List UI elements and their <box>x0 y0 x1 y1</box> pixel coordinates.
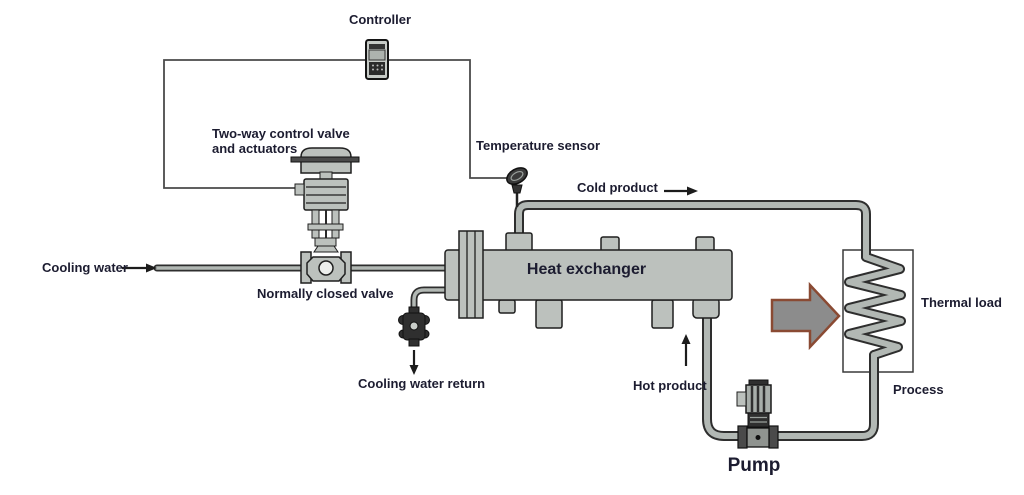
sensor-head <box>506 167 528 185</box>
hx-top-stub-2 <box>695 236 715 252</box>
control-valve-label: Two-way control valve and actuators <box>212 126 350 157</box>
key-dot <box>376 64 379 67</box>
controller-device <box>365 39 389 80</box>
temperature-sensor-label: Temperature sensor <box>476 138 601 153</box>
yoke-crossbar <box>307 223 344 231</box>
cooling-water-label: Cooling water <box>42 260 128 275</box>
sensor-head-ring <box>510 170 524 182</box>
cold-product-pipe <box>516 202 869 260</box>
controller-screen <box>368 49 386 61</box>
process-label: Process <box>893 382 944 397</box>
valve-bonnet <box>314 237 337 247</box>
cooling-water-arrow-head <box>146 263 157 273</box>
heat-exchanger <box>444 230 733 329</box>
hot-product-label: Hot product <box>633 378 707 393</box>
key-dot <box>372 68 374 71</box>
return-valve-top-stub <box>408 306 420 314</box>
hot-product-pipe <box>704 310 877 439</box>
hx-bottom-small-stub <box>498 299 516 314</box>
hx-top-stub-1 <box>600 236 620 252</box>
sensor-collar <box>511 184 523 194</box>
temperature-sensor <box>506 167 528 207</box>
controller-keypad <box>369 62 385 75</box>
two-way-control-valve <box>290 147 360 284</box>
hx-end-flange <box>458 230 484 319</box>
flow-arrows <box>122 186 698 375</box>
hx-bottom-support-1 <box>535 299 563 329</box>
cold-product-pipe-outline <box>514 200 871 262</box>
actuator-neck <box>319 171 333 180</box>
cooling-water-return-label: Cooling water return <box>358 376 486 391</box>
hot-product-arrow-head <box>681 334 691 344</box>
cooling-water-return-valve <box>398 306 430 347</box>
return-valve-bottom-stub <box>408 338 420 347</box>
cooling-water-return-pipe <box>412 288 449 314</box>
controller-top-band <box>369 44 385 49</box>
pump-flange-left <box>737 425 748 449</box>
key-dot <box>381 68 383 71</box>
hx-shell <box>444 249 733 301</box>
thermal-load-coil <box>846 254 904 358</box>
key-dot <box>376 68 379 71</box>
pump-flange-right <box>768 425 779 449</box>
pump <box>736 379 779 449</box>
cold-product-label: Cold product <box>577 180 658 195</box>
hx-hot-product-nozzle <box>692 297 720 319</box>
bonnet-taper <box>313 245 339 253</box>
key-dot <box>381 64 383 67</box>
hx-top-left-nozzle <box>505 232 533 253</box>
pump-label: Pump <box>727 455 781 476</box>
controller-label: Controller <box>348 12 412 27</box>
thermal-load-label: Thermal load <box>921 295 1002 310</box>
normally-closed-valve-label: Normally closed valve <box>257 286 394 301</box>
heat-exchanger-label: Heat exchanger <box>526 261 647 278</box>
return-arrow-head <box>409 365 419 375</box>
return-valve-center <box>409 321 419 331</box>
cold-product-arrow-head <box>687 186 698 196</box>
hx-bottom-support-2 <box>651 299 674 329</box>
process-flow-arrow <box>770 281 841 351</box>
pump-stage-stack <box>747 412 770 428</box>
key-dot <box>372 64 374 67</box>
signal-loop-line <box>163 59 508 189</box>
control-valve-label-line1: Two-way control valve <box>212 126 350 141</box>
pipe-fills <box>155 202 904 439</box>
control-valve-label-line2: and actuators <box>212 141 298 157</box>
actuator-bar <box>290 156 360 163</box>
pump-shaft-dot <box>755 435 761 440</box>
signal-connection-tab <box>294 183 305 196</box>
valve-port-circle <box>318 260 334 276</box>
pump-junction-box <box>736 391 747 407</box>
